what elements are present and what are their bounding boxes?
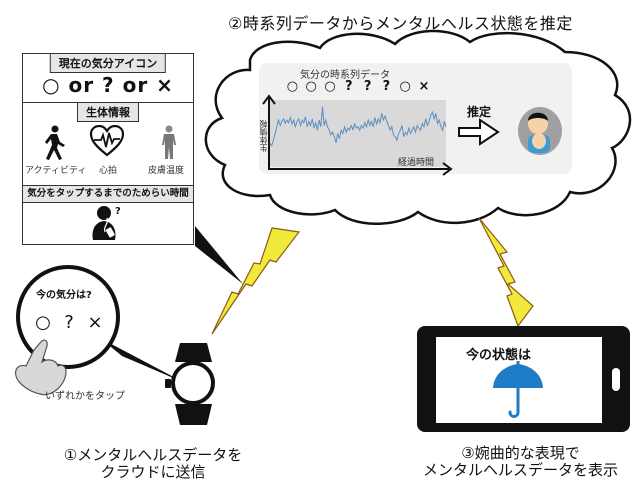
mood-sequence: ○ ○ ○??? ○ × bbox=[283, 79, 433, 94]
phone-status-label: 今の状態は bbox=[466, 348, 532, 363]
umbrella-icon bbox=[493, 361, 543, 418]
mood-option-bad[interactable]: × bbox=[87, 312, 103, 333]
step1-caption-line2: クラウドに送信 bbox=[100, 463, 206, 481]
bubble-pointer bbox=[100, 338, 185, 383]
y-axis-arrowhead bbox=[262, 94, 276, 105]
mood-mark: ? bbox=[345, 79, 353, 94]
svg-text:?: ? bbox=[115, 206, 121, 217]
hesitating-person-icon: ? bbox=[92, 206, 121, 240]
chart-axes bbox=[262, 94, 453, 176]
mood-mark: ? bbox=[382, 79, 391, 94]
sad-child-icon bbox=[518, 107, 562, 155]
bio-label-activity: アクティビティ bbox=[25, 166, 87, 176]
mood-mark: ○ bbox=[324, 79, 336, 94]
chart-plot-area bbox=[270, 100, 446, 167]
step3-caption-line2: メンタルヘルスデータを表示 bbox=[422, 461, 618, 479]
mood-mark: ○ bbox=[286, 79, 299, 94]
y-axis-label: 生体情報 bbox=[259, 120, 268, 152]
mood-mark: ? bbox=[363, 79, 372, 94]
current-mood-section: 現在の気分アイコン ○ or ? or × bbox=[23, 53, 193, 103]
chart-series-line bbox=[269, 106, 447, 147]
x-axis-arrowhead bbox=[442, 162, 453, 176]
watch-mood-options: ○? × bbox=[30, 312, 108, 333]
biometric-header: 生体情報 bbox=[77, 102, 139, 122]
mood-mark: ○ bbox=[305, 79, 317, 94]
estimate-arrow-icon bbox=[458, 118, 500, 146]
y-axis bbox=[268, 98, 449, 170]
current-mood-header: 現在の気分アイコン bbox=[49, 53, 167, 73]
body-thermal-icon bbox=[162, 125, 176, 159]
mood-option-unsure[interactable]: ? bbox=[64, 312, 74, 333]
heart-rate-icon bbox=[89, 125, 125, 157]
mental-health-data-panel: 現在の気分アイコン ○ or ? or × 生体情報 アクティビティ 心拍 皮膚… bbox=[22, 53, 194, 245]
chart-title: 気分の時系列データ bbox=[300, 70, 390, 81]
lightning-bolt-upload bbox=[211, 227, 301, 335]
watch-question: 今の気分は? bbox=[36, 290, 92, 301]
step3-caption-line1: ③婉曲的な表現で bbox=[461, 444, 580, 462]
panel-pointer bbox=[195, 226, 243, 284]
hesitation-time-section: 気分をタップするまでのためらい時間 ? bbox=[23, 186, 193, 244]
bio-label-heart-rate: 心拍 bbox=[99, 166, 118, 176]
step2-title: ②時系列データからメンタルヘルス状態を推定 bbox=[228, 14, 573, 33]
walking-person-icon bbox=[45, 125, 65, 160]
smartwatch-icon bbox=[165, 343, 215, 425]
mood-mark: × bbox=[418, 79, 430, 94]
estimate-label: 推定 bbox=[467, 105, 492, 119]
biometric-section: 生体情報 アクティビティ 心拍 皮膚温度 bbox=[23, 102, 193, 186]
mood-option-good[interactable]: ○ bbox=[35, 312, 51, 333]
mood-options-text: ○ or ? or × bbox=[42, 73, 174, 97]
x-axis-label: 経過時間 bbox=[398, 158, 435, 168]
lightning-bolt-download bbox=[478, 217, 534, 328]
bio-label-skin-temp: 皮膚温度 bbox=[148, 166, 185, 176]
step1-caption-line1: ①メンタルヘルスデータを bbox=[63, 446, 243, 464]
step3-caption: ③婉曲的な表現で メンタルヘルスデータを表示 bbox=[408, 445, 633, 479]
tapping-hand-icon bbox=[15, 339, 67, 396]
mood-mark: ○ bbox=[399, 79, 411, 94]
step1-caption: ①メンタルヘルスデータを クラウドに送信 bbox=[48, 447, 258, 481]
hesitation-time-header: 気分をタップするまでのためらい時間 bbox=[23, 186, 193, 203]
tap-instruction: いずれかをタップ bbox=[45, 391, 125, 402]
